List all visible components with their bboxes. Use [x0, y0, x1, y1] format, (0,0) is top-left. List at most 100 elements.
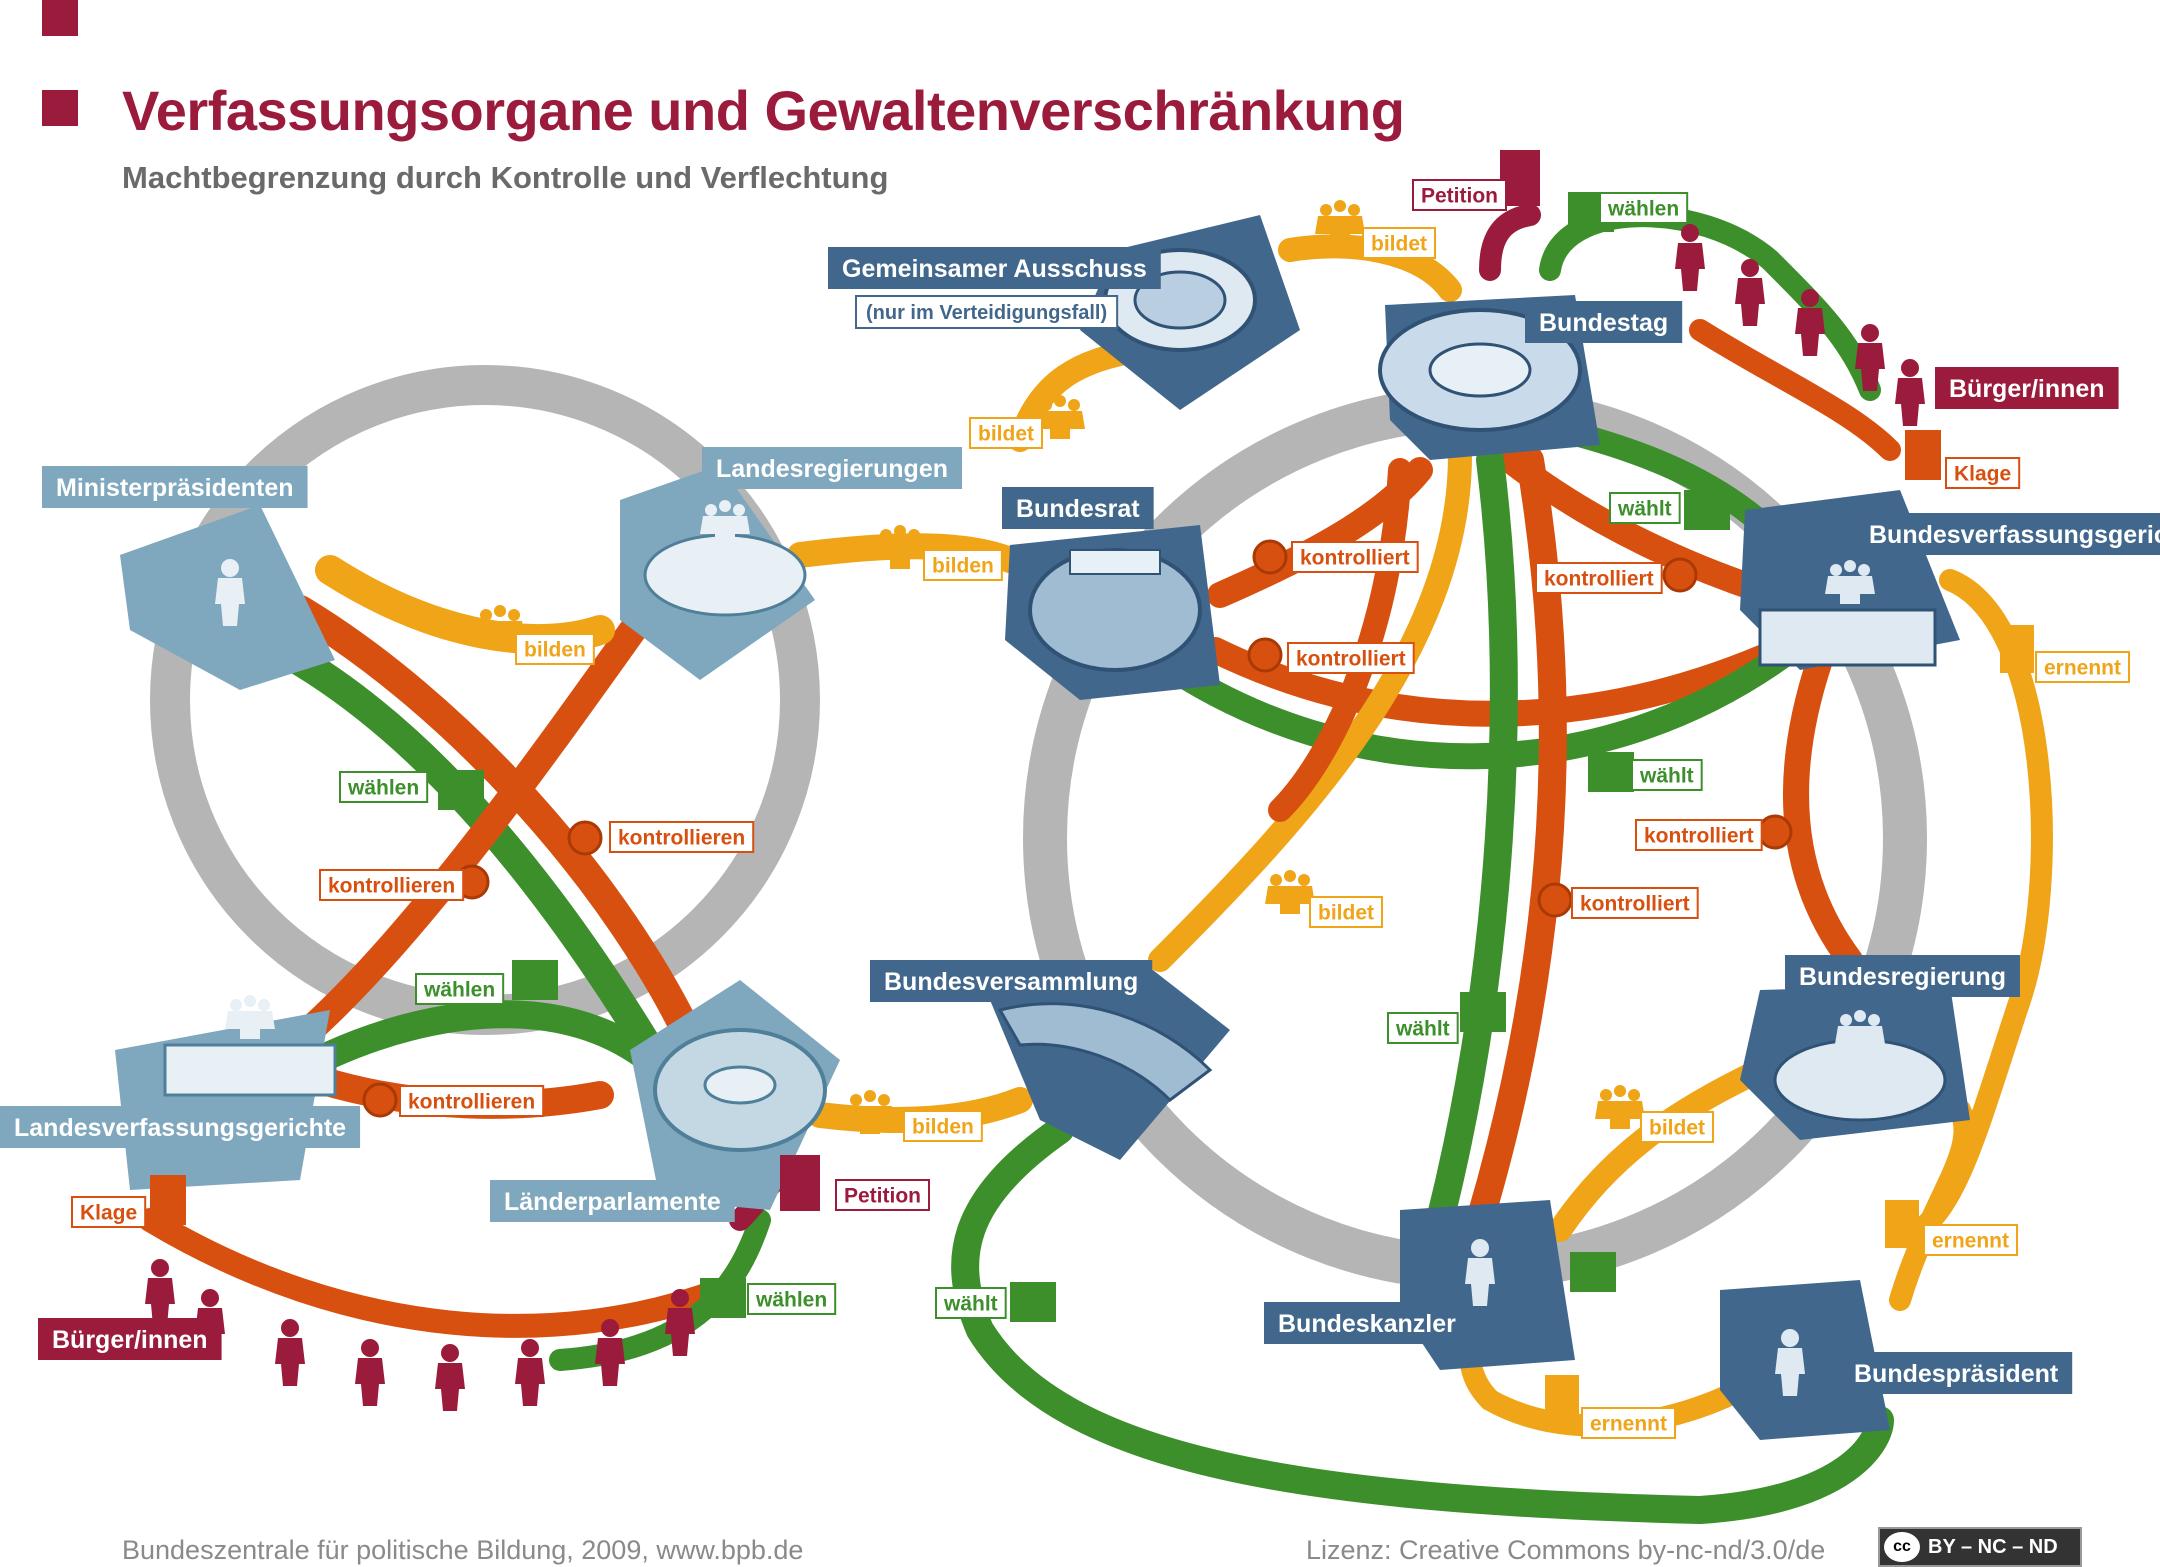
- bund-flow-waehlt-bv: [951, 1116, 1894, 1525]
- label-bundesrat-box: [1002, 487, 1154, 529]
- label-ministerpraesidenten-box: [42, 466, 308, 508]
- label-gemeinsamer-ausschuss-box: [828, 247, 1161, 289]
- rel-ernennt-bk: ernennt: [1581, 1407, 1677, 1439]
- label-landesverfassungsgerichte[interactable]: Landesverfassungsgerichte: [0, 1106, 361, 1148]
- node-ministerpraesidenten-shape[interactable]: [120, 505, 335, 690]
- bund-flow-petition: [1479, 204, 1541, 281]
- rel-klage-land: Klage: [71, 1196, 147, 1228]
- klage-doc-bund: [1905, 430, 1941, 480]
- land-flow-waehlen-2: [316, 1000, 664, 1074]
- label-buerger-land[interactable]: Bürger/innen: [38, 1318, 222, 1360]
- label-bundespraesident[interactable]: Bundespräsident: [1840, 1352, 2073, 1394]
- footer-license: Lizenz: Creative Commons by-nc-nd/3.0/de: [1306, 1535, 1826, 1565]
- rel-bildet-bt-box: [1362, 227, 1436, 259]
- rel-bildet-bv-box: [1309, 896, 1383, 928]
- petition-doc-land: [780, 1155, 820, 1211]
- rel-waehlen-bt-box: [1599, 192, 1689, 224]
- rel-klage-land-box: [71, 1196, 147, 1228]
- label-laenderparlamente-text: Länderparlamente: [504, 1188, 721, 1216]
- label-bundesrat[interactable]: Bundesrat: [1002, 487, 1154, 529]
- label-laenderparlamente[interactable]: Länderparlamente: [490, 1180, 735, 1222]
- label-ministerpraesidenten[interactable]: Ministerpräsidenten: [42, 466, 308, 508]
- label-bundesregierung[interactable]: Bundesregierung: [1785, 955, 2020, 997]
- label-buerger-land-box: [38, 1318, 222, 1360]
- rel-kontrollieren-3: kontrollieren: [399, 1085, 545, 1117]
- rel-kontrolliert-bvg-breg-text: kontrolliert: [1644, 824, 1754, 847]
- land-flow-kontrollieren-1: [285, 595, 715, 1075]
- rel-bilden-lp: bilden: [903, 1110, 983, 1142]
- rel-waehlt-bv-text: wählt: [943, 1292, 998, 1315]
- rel-kontrolliert-br-bvg: kontrolliert: [1287, 642, 1415, 674]
- node-bundespraesident-shape[interactable]: [1720, 1280, 1890, 1440]
- ernennt-doc-2: [1885, 1200, 1919, 1248]
- bund-flow-klage: [1689, 319, 1901, 461]
- rel-klage-bund-text: Klage: [1954, 462, 2011, 485]
- label-gemeinsamer-ausschuss-text: Gemeinsamer Ausschuss: [842, 255, 1147, 283]
- rel-kontrollieren-2-text: kontrollieren: [328, 874, 455, 897]
- rel-petition-bund: Petition: [1412, 179, 1507, 211]
- node-bundesversammlung-shape[interactable]: [990, 960, 1230, 1160]
- bund-flow-waehlt-br-bvg: [1147, 637, 1803, 770]
- rel-klage-land-text: Klage: [80, 1201, 137, 1224]
- rel-bildet-bt: bildet: [1362, 227, 1436, 259]
- rel-waehlt-bv-box: [935, 1287, 1007, 1319]
- node-bundesregierung-shape[interactable]: [1740, 985, 1970, 1140]
- rel-petition-bund-box: [1412, 179, 1507, 211]
- rel-waehlen-1-box: [339, 771, 429, 803]
- rel-klage-bund: Klage: [1945, 457, 2021, 489]
- rel-kontrolliert-bt-bvg-text: kontrolliert: [1544, 567, 1654, 590]
- rel-waehlt-bvg-box: [1609, 492, 1681, 524]
- cc-license-badge[interactable]: cc BY – NC – ND: [1878, 1527, 2082, 1567]
- rel-kontrolliert-br-bvg-box: [1287, 642, 1415, 674]
- rel-petition-bund-text: Petition: [1421, 184, 1498, 207]
- ernennt-doc-1: [2000, 625, 2034, 673]
- label-bundesregierung-box: [1785, 955, 2020, 997]
- land-flow-waehlen-1: [275, 640, 665, 1065]
- rel-waehlt-br: wählt: [1631, 759, 1703, 791]
- rel-waehlt-br-box: [1631, 759, 1703, 791]
- label-buerger-land-text: Bürger/innen: [52, 1326, 208, 1354]
- node-bundeskanzler-shape[interactable]: [1400, 1200, 1575, 1370]
- rel-bildet-ga-box: [969, 417, 1043, 449]
- label-bundestag[interactable]: Bundestag: [1525, 301, 1683, 343]
- node-landesregierungen-shape[interactable]: [620, 465, 815, 680]
- rel-bildet-breg-box: [1640, 1111, 1714, 1143]
- rel-bilden-land-box: [515, 633, 595, 665]
- label-bundesregierung-text: Bundesregierung: [1799, 963, 2006, 991]
- label-bundestag-text: Bundestag: [1539, 309, 1668, 337]
- label-buerger-bund[interactable]: Bürger/innen: [1935, 367, 2119, 409]
- rel-bildet-ga: bildet: [969, 417, 1043, 449]
- label-bundesversammlung-text: Bundesversammlung: [884, 968, 1138, 996]
- label-bundeskanzler[interactable]: Bundeskanzler: [1264, 1302, 1470, 1344]
- rel-kontrolliert-br-bt: kontrolliert: [1291, 541, 1419, 573]
- rel-kontrollieren-3-box: [399, 1085, 545, 1117]
- bund-flow-kontrolliert-bt-br: [1268, 458, 1412, 822]
- node-laenderparlamente-shape[interactable]: [630, 980, 840, 1210]
- rel-petition-land-box: [835, 1179, 930, 1211]
- rel-waehlt-bk-text: wählt: [1395, 1017, 1450, 1040]
- rel-ernennt-breg: ernennt: [1923, 1224, 2019, 1256]
- rel-kontrolliert-bvg-breg: kontrolliert: [1635, 819, 1763, 851]
- rel-kontrollieren-2: kontrollieren: [319, 869, 465, 901]
- rel-bildet-ga-text: bildet: [978, 422, 1034, 445]
- rel-waehlen-bt-text: wählen: [1607, 197, 1679, 220]
- rel-kontrollieren-1-box: [609, 821, 755, 853]
- rel-waehlen-2-box: [415, 973, 505, 1005]
- label-bundeskanzler-box: [1264, 1302, 1470, 1344]
- label-bundesversammlung-box: [870, 960, 1153, 1002]
- label-landesregierungen[interactable]: Landesregierungen: [702, 447, 962, 489]
- rel-kontrolliert-br-bt-box: [1291, 541, 1419, 573]
- bildet-icon-bv: [1265, 870, 1315, 914]
- rel-ernennt-breg-box: [1923, 1224, 2019, 1256]
- node-lvg-shape[interactable]: [115, 995, 337, 1190]
- label-bundesverfassungsgericht[interactable]: Bundesverfassungsgericht: [1855, 513, 2160, 555]
- rel-waehlen-bt: wählen: [1599, 192, 1689, 224]
- label-bundesverfassungsgericht-box: [1855, 513, 2160, 555]
- node-bundesrat-shape[interactable]: [1005, 525, 1220, 700]
- rel-ernennt-bvg: ernennt: [2035, 651, 2131, 683]
- label-bundesversammlung[interactable]: Bundesversammlung: [870, 960, 1153, 1002]
- klage-doc-land: [150, 1175, 186, 1225]
- label-gemeinsamer-ausschuss[interactable]: Gemeinsamer Ausschuss: [828, 247, 1161, 289]
- rel-waehlt-bk-box: [1387, 1012, 1459, 1044]
- rel-kontrollieren-3-text: kontrollieren: [408, 1090, 535, 1113]
